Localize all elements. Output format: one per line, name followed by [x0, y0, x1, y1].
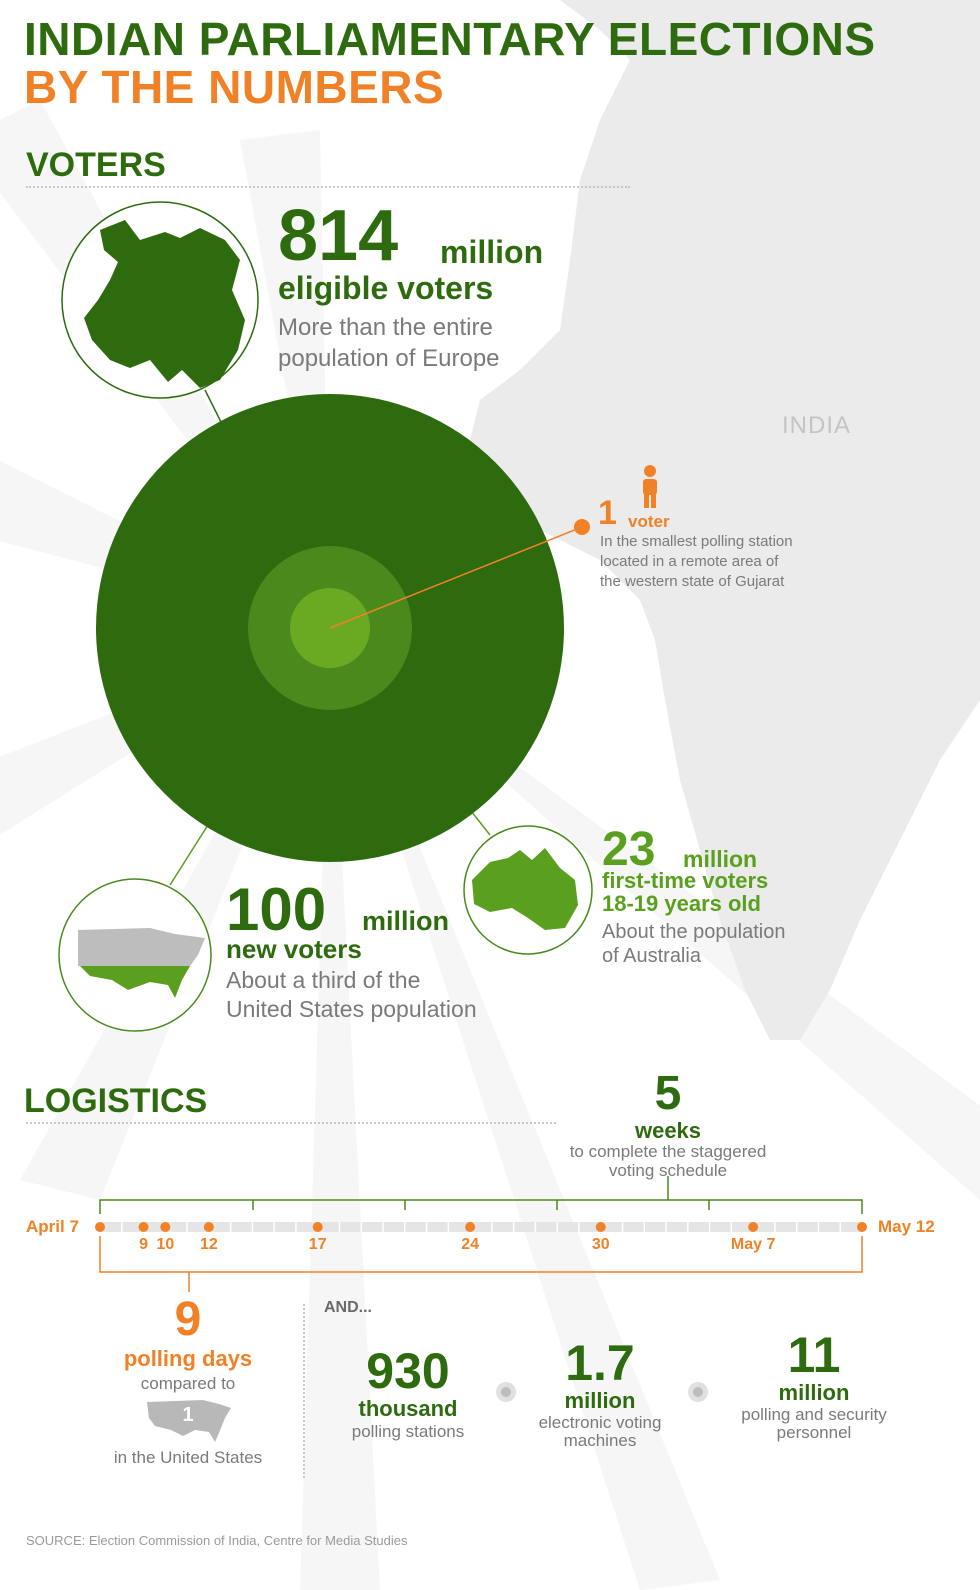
- us-map-shape: [147, 1400, 231, 1442]
- timeline-polling-date-dot: [595, 1222, 606, 1232]
- timeline-date-label: 24: [461, 1236, 480, 1253]
- separator-wheel-icon: [688, 1382, 708, 1402]
- first-time-voters-label-line2: 18-19 years old: [602, 891, 761, 916]
- timeline-date-label: 17: [308, 1236, 327, 1253]
- timeline-end-dot: [857, 1222, 867, 1232]
- logistics-heading: LOGISTICS: [24, 1082, 208, 1120]
- first-time-voters-number: 23: [602, 823, 656, 876]
- first-time-voters-desc: About the population of Australia: [602, 920, 786, 968]
- personnel-number: 11: [787, 1327, 841, 1383]
- timeline-dots: [95, 1222, 867, 1232]
- australia-map-icon: [472, 848, 578, 930]
- polling-days-number: 9: [174, 1293, 202, 1346]
- timeline-polling-date-dot: [138, 1222, 149, 1232]
- one-voter-unit: voter: [628, 512, 670, 531]
- timeline-frame: [99, 1176, 863, 1292]
- europe-connector: [204, 389, 223, 425]
- voting-machines-block: 1.7 million electronic voting machines: [515, 1338, 685, 1450]
- new-voters-number: 100: [226, 876, 327, 943]
- timeline-date-label: 30: [591, 1236, 610, 1253]
- first-time-voters-desc-line1: About the population: [602, 921, 786, 943]
- one-voter-desc-line1: In the smallest polling station: [600, 533, 793, 550]
- usa-map-icon: [78, 928, 205, 966]
- india-map-label: INDIA: [782, 412, 852, 439]
- europe-map-icon: [84, 220, 245, 388]
- new-voters-desc-line2: United States population: [226, 996, 477, 1022]
- one-voter-number: 1: [598, 494, 617, 532]
- timeline-polling-date-dot: [203, 1222, 214, 1232]
- timeline-date-label: 9: [139, 1236, 148, 1253]
- first-time-voters-label-line1: first-time voters: [602, 868, 769, 893]
- personnel-desc-line2: personnel: [776, 1423, 852, 1442]
- new-voters-unit: million: [362, 906, 449, 936]
- and-label: AND...: [324, 1299, 372, 1316]
- timeline-end-label: May 12: [878, 1217, 935, 1236]
- person-icon: [643, 465, 657, 508]
- one-voter-desc: In the smallest polling station located …: [600, 532, 840, 592]
- timeline-date-label: 10: [156, 1236, 175, 1253]
- personnel-block: 11 million polling and security personne…: [714, 1330, 914, 1442]
- timeline-date-label: 12: [199, 1236, 218, 1253]
- one-voter-dot: [574, 519, 590, 535]
- one-voter-desc-line2: located in a remote area of: [600, 553, 779, 570]
- eligible-voters-unit: million: [440, 234, 544, 270]
- timeline-start-dot: [95, 1222, 105, 1232]
- polling-stations-number: 930: [366, 1343, 450, 1399]
- source-note: SOURCE: Election Commission of India, Ce…: [26, 1533, 408, 1548]
- eligible-voters-number: 814: [278, 196, 399, 276]
- timeline-date-label: May 7: [730, 1236, 776, 1253]
- weeks-desc-line1: to complete the staggered: [569, 1142, 767, 1161]
- eligible-voters-desc: More than the entire population of Europ…: [278, 312, 578, 374]
- voting-machines-desc-line1: electronic voting: [538, 1413, 662, 1432]
- new-voters-label: new voters: [226, 934, 362, 964]
- voters-heading: VOTERS: [26, 146, 166, 184]
- polling-days-block: 9 polling days compared to 1 in the Unit…: [88, 1296, 288, 1468]
- timeline-polling-date-dot: [160, 1222, 171, 1232]
- voters-divider: [26, 186, 630, 188]
- first-time-voters-unit: million: [683, 846, 758, 872]
- page-title-line2: BY THE NUMBERS: [24, 61, 445, 113]
- weeks-block: 5 weeks to complete the staggered voting…: [548, 1067, 788, 1181]
- new-voters-desc: About a third of the United States popul…: [226, 966, 477, 1024]
- personnel-unit: million: [778, 1380, 850, 1405]
- timeline-polling-date-dot: [465, 1222, 476, 1232]
- voting-machines-desc: electronic voting machines: [515, 1414, 685, 1450]
- personnel-desc: polling and security personnel: [714, 1406, 914, 1442]
- timeline-polling-date-dot: [312, 1222, 323, 1232]
- new-voters-desc-line1: About a third of the: [226, 967, 421, 993]
- timeline-polling-date-dot: [748, 1222, 759, 1232]
- timeline-start-label: April 7: [26, 1217, 79, 1236]
- personnel-desc-line1: polling and security: [741, 1405, 887, 1424]
- logistics-vertical-divider: [303, 1304, 305, 1478]
- polling-days-label: polling days: [123, 1346, 253, 1371]
- india-map-silhouette: [470, 0, 980, 1040]
- us-map-icon: 1: [143, 1398, 233, 1444]
- eligible-voters-desc-line2: population of Europe: [278, 345, 500, 372]
- page-title-line1: INDIAN PARLIAMENTARY ELECTIONS: [24, 13, 876, 65]
- polling-days-us-label: in the United States: [113, 1448, 263, 1467]
- polling-stations-block: 930 thousand polling stations: [328, 1346, 488, 1442]
- eligible-voters-label: eligible voters: [278, 270, 494, 306]
- voting-machines-unit: million: [564, 1388, 636, 1413]
- polling-days-compared: compared to: [140, 1374, 236, 1393]
- weeks-unit: weeks: [634, 1118, 702, 1143]
- first-time-voters-desc-line2: of Australia: [602, 945, 701, 967]
- us-polling-days-number: 1: [182, 1404, 194, 1426]
- one-voter-connector: [329, 526, 583, 629]
- voting-machines-desc-line2: machines: [563, 1431, 637, 1450]
- usa-map-new-voters-fill: [80, 966, 190, 998]
- polling-stations-label: polling stations: [351, 1422, 465, 1441]
- polling-stations-unit: thousand: [358, 1396, 458, 1421]
- one-voter-desc-line3: the western state of Gujarat: [600, 573, 785, 590]
- weeks-desc: to complete the staggered voting schedul…: [548, 1142, 788, 1180]
- logistics-divider: [26, 1122, 556, 1124]
- weeks-desc-line2: voting schedule: [608, 1161, 728, 1180]
- weeks-number: 5: [654, 1067, 682, 1120]
- eligible-voters-desc-line1: More than the entire: [278, 314, 493, 341]
- voting-machines-number: 1.7: [565, 1335, 635, 1391]
- separator-wheel-icon: [496, 1382, 516, 1402]
